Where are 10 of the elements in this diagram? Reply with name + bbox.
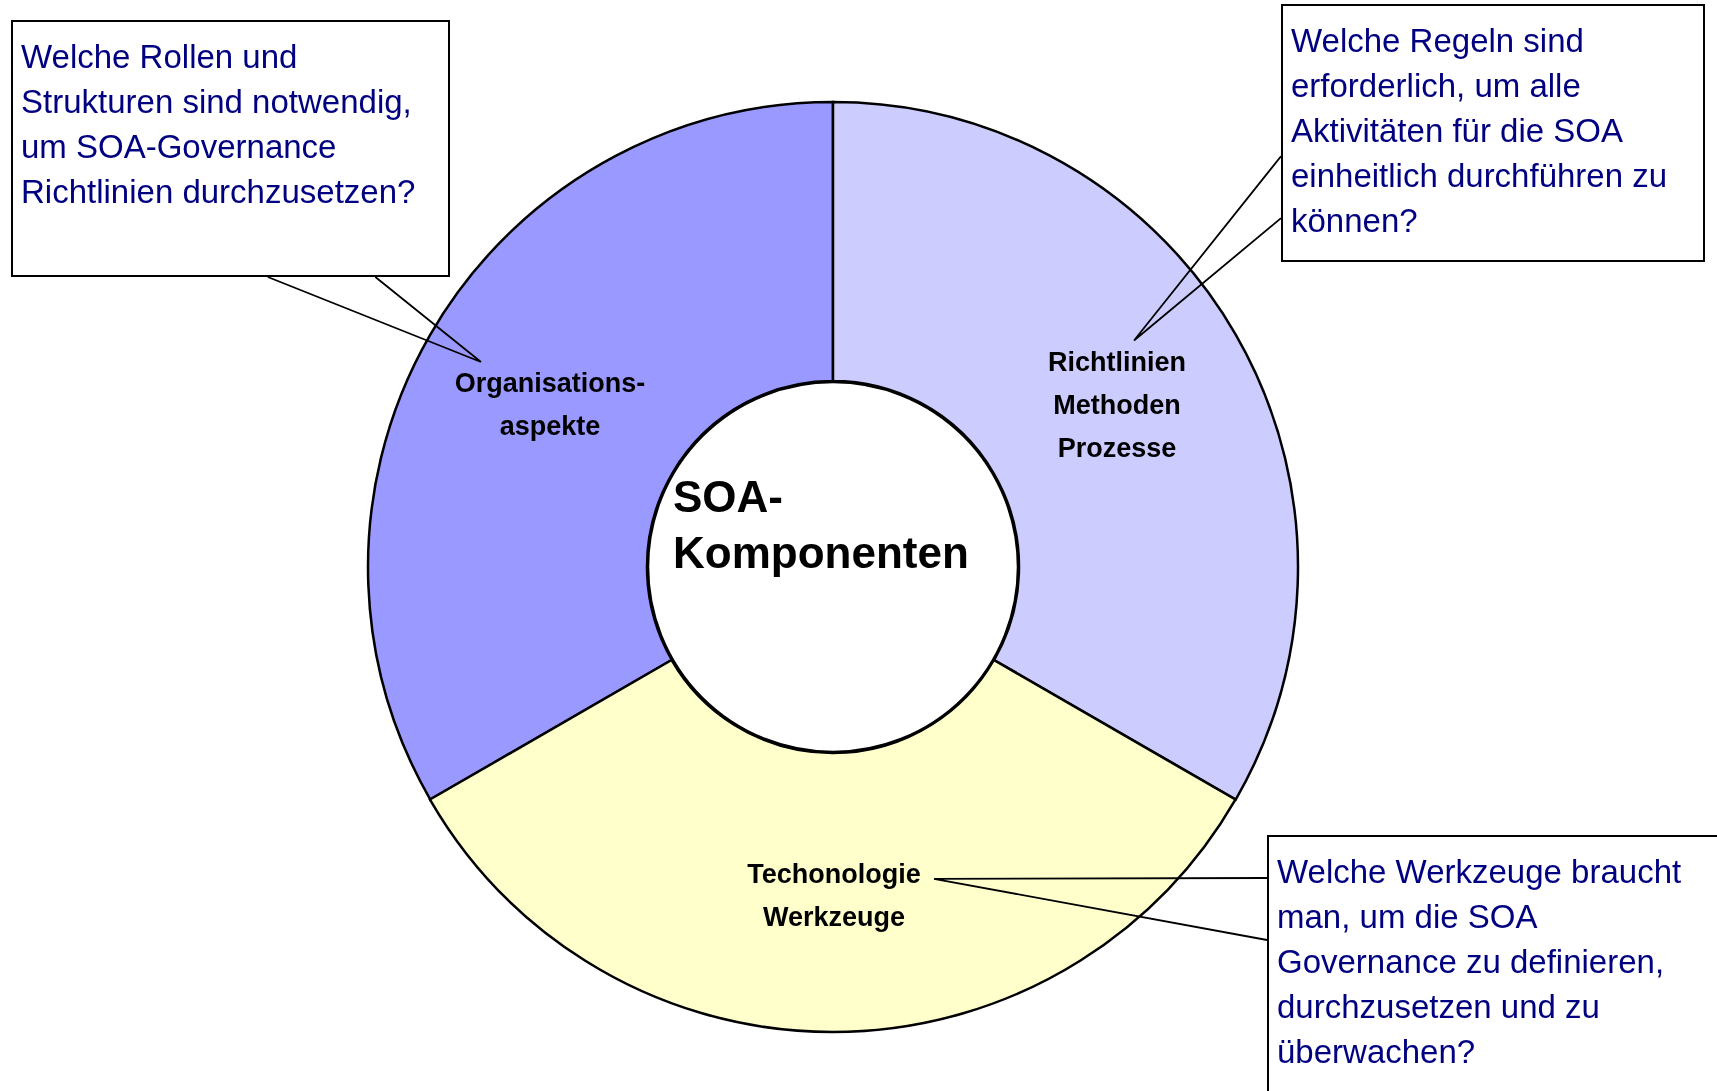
callout-box: Welche Werkzeuge braucht man, um die SOA Governance zu definieren, durchzusetzen und zu überwachen?	[1267, 835, 1717, 1091]
segment-label: Techonologie Werkzeuge	[746, 858, 922, 934]
callout-box: Welche Regeln sind erforderlich, um alle Aktivitäten für die SOA einheitlich durchführen zu können?	[1281, 4, 1705, 262]
callout-pointer	[266, 276, 482, 363]
segment-label: Richtlinien Methoden Prozesse	[1047, 345, 1187, 465]
callout-box: Welche Rollen und Strukturen sind notwendig, um SOA-Governance Richtlinien durchzusetzen?	[11, 20, 450, 277]
segment-label: Organisations-aspekte	[453, 367, 647, 443]
callout-pointer	[1133, 155, 1282, 342]
callout-pointer	[933, 877, 1268, 941]
center-label: SOA-Komponenten	[673, 471, 970, 579]
